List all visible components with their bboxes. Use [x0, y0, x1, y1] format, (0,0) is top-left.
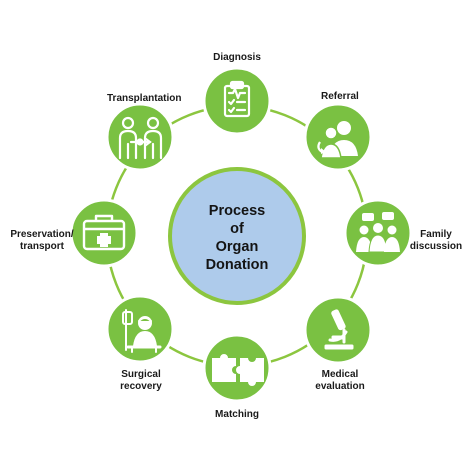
medical-cooler-icon: [82, 214, 126, 251]
microscope-icon: [324, 309, 354, 350]
step-label-matching: Matching: [215, 409, 259, 420]
step-label-surgical-recovery: Surgical recovery: [120, 369, 162, 392]
surgery-patient-icon: [122, 309, 162, 353]
people-referral-icon: [317, 121, 358, 159]
step-label-family-discussion: Family discussion: [409, 229, 463, 252]
family-group-chat-icon: [356, 212, 400, 253]
step-node-surgical-recovery: [105, 294, 175, 364]
step-node-family-discussion: [343, 198, 413, 268]
step-label-referral: Referral: [321, 91, 359, 102]
step-label-medical-evaluation: Medical evaluation: [315, 369, 365, 392]
two-persons-exchange-icon: [118, 116, 163, 160]
center-title: Process of Organ Donation: [205, 203, 269, 273]
step-label-transplantation: Transplantation: [107, 93, 182, 104]
puzzle-pieces-icon: [212, 354, 264, 386]
step-node-transplantation: [105, 102, 175, 172]
step-node-medical-evaluation: [303, 295, 373, 365]
clipboard-checklist-icon: [223, 80, 251, 118]
step-node-diagnosis: [202, 66, 272, 136]
step-node-preservation-transport: [69, 198, 139, 268]
step-node-matching: [202, 333, 272, 403]
step-label-preservation-transport: Preservation/ transport: [10, 229, 74, 252]
step-node-referral: [303, 102, 373, 172]
step-label-diagnosis: Diagnosis: [213, 52, 261, 63]
center-circle: [168, 167, 306, 305]
